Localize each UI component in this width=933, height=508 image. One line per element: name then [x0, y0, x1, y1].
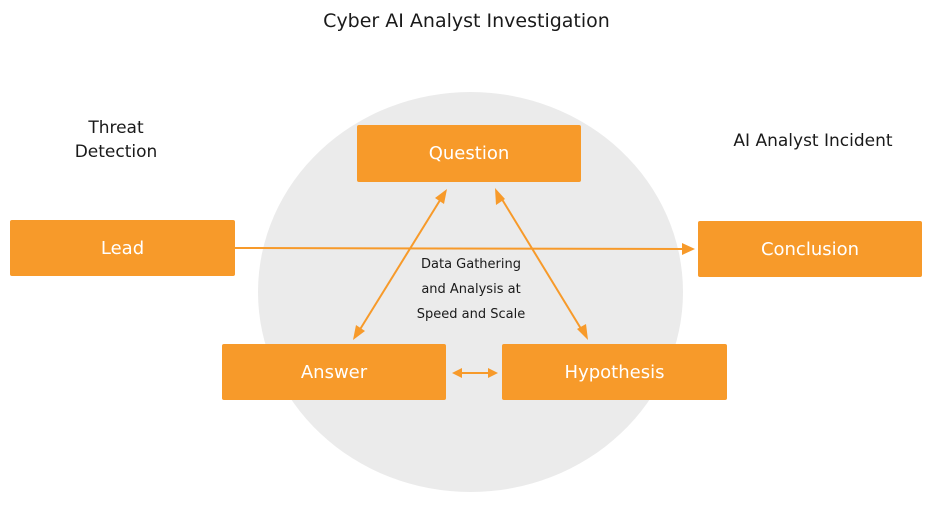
threat-detection-line-1: Threat: [88, 118, 144, 138]
ai-analyst-incident-label: AI Analyst Incident: [733, 131, 893, 151]
hypothesis-label: Hypothesis: [564, 361, 665, 383]
question-left-arrowhead: [435, 189, 447, 204]
question-box: Question: [357, 125, 581, 182]
lead-box: Lead: [10, 220, 235, 276]
answer-question-line: [358, 196, 443, 332]
question-right-arrowhead: [495, 188, 505, 205]
answer-label: Answer: [300, 361, 368, 383]
conclusion-arrowhead: [682, 243, 695, 255]
lead-to-conclusion-line: [234, 247, 685, 250]
hypothesis-box: Hypothesis: [502, 344, 727, 400]
hypothesis-arrowhead: [577, 324, 588, 340]
answer-box: Answer: [222, 344, 446, 400]
answer-arrowhead: [353, 325, 365, 340]
question-hypothesis-line: [499, 195, 584, 333]
center-line-1: Data Gathering: [421, 257, 521, 272]
lead-label: Lead: [100, 237, 145, 259]
conclusion-label: Conclusion: [760, 238, 860, 260]
center-description: Data Gathering and Analysis at Speed and…: [393, 252, 549, 327]
hypothesis-side-arrowhead: [488, 368, 498, 378]
threat-detection-label: Threat Detection: [52, 116, 180, 164]
threat-detection-line-2: Detection: [74, 142, 158, 162]
center-line-2: and Analysis at: [421, 282, 521, 297]
conclusion-box: Conclusion: [698, 221, 922, 277]
answer-side-arrowhead: [452, 368, 462, 378]
center-line-3: Speed and Scale: [416, 307, 526, 322]
question-label: Question: [428, 143, 510, 164]
diagram-title: Cyber AI Analyst Investigation: [323, 10, 610, 32]
